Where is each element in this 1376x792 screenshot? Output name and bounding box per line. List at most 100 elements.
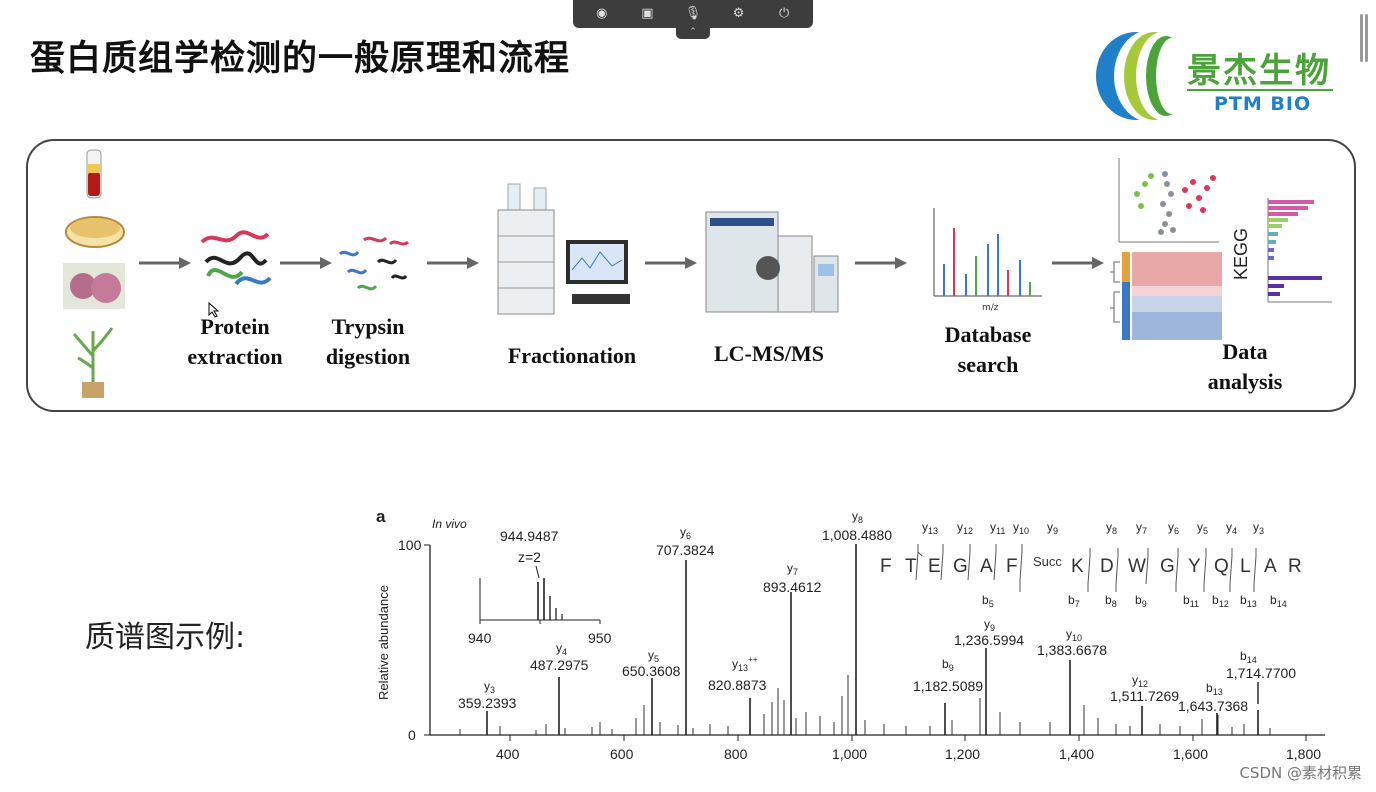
svg-text:y10: y10 — [1013, 520, 1029, 536]
peak-ion-label: y7 — [787, 561, 798, 577]
toolbar-collapse-handle[interactable]: ⌃ — [676, 28, 710, 39]
window-scrollbar-handle[interactable] — [1360, 14, 1370, 62]
y-tick-100: 100 — [398, 537, 422, 553]
peak-mass-label: 1,383.6678 — [1037, 642, 1107, 658]
microphone-icon[interactable]: 🎙 — [684, 6, 702, 21]
kegg-label: KEGG — [1231, 227, 1251, 280]
ptm-bio-logo — [1096, 30, 1188, 122]
svg-text:W: W — [1128, 556, 1146, 577]
panel-label: a — [376, 507, 386, 526]
kegg-bar-chart-icon — [1267, 198, 1332, 303]
svg-text:T: T — [905, 556, 917, 577]
svg-text:y13: y13 — [922, 520, 938, 536]
svg-text:Q: Q — [1214, 556, 1229, 577]
x-tick: 1,000 — [832, 746, 867, 762]
svg-text:Y: Y — [1188, 556, 1201, 577]
svg-text:b11: b11 — [1183, 593, 1199, 609]
condition-label: In vivo — [432, 517, 467, 531]
peak-ion-label: y3 — [484, 679, 495, 695]
peak-mass-label: 650.3608 — [622, 663, 681, 679]
screenshot-icon[interactable]: ▣ — [641, 6, 654, 21]
x-tick: 800 — [724, 746, 748, 762]
logo-divider — [1187, 89, 1333, 91]
blood-tube-icon — [86, 149, 102, 199]
inset-x-tick: 950 — [588, 630, 612, 646]
svg-text:y8: y8 — [1106, 520, 1117, 536]
spectrum-example-label: 质谱图示例: — [85, 620, 246, 655]
x-tick: 1,600 — [1173, 746, 1208, 762]
step-protein-extraction: Protein extraction — [187, 314, 283, 369]
ms-ms-spectrum-figure: a In vivo Relative abundance 100 0 400 6… — [376, 507, 1325, 762]
svg-text:F: F — [880, 556, 892, 577]
peptide-sequence: F T E G A F Succ K D W G Y Q L A R — [880, 554, 1302, 577]
hplc-instrument-icon — [497, 183, 630, 315]
peak-mass-label: 1,182.5089 — [913, 678, 983, 694]
record-icon[interactable]: ◉ — [596, 6, 608, 21]
peak-ion-label: y10 — [1066, 627, 1082, 643]
tissue-icon — [63, 263, 125, 309]
peak-ion-label: y13++ — [732, 655, 758, 673]
svg-text:b12: b12 — [1212, 593, 1229, 609]
protein-strands-icon — [200, 230, 272, 286]
volcano-plot-icon — [1118, 158, 1219, 243]
workflow-panel — [26, 139, 1356, 412]
svg-text:y5: y5 — [1197, 520, 1208, 536]
recording-toolbar: ◉ ▣ 🎙 ⚙ ⏻ — [573, 0, 813, 28]
mouse-cursor-icon — [208, 302, 220, 318]
page-title: 蛋白质组学检测的一般原理和流程 — [30, 39, 571, 79]
peak-mass-label: 1,714.7700 — [1226, 665, 1296, 681]
svg-text:b9: b9 — [1135, 593, 1147, 609]
svg-text:Succ: Succ — [1033, 554, 1062, 569]
sample-icons — [63, 149, 125, 398]
x-tick: 1,200 — [945, 746, 980, 762]
svg-text:b13: b13 — [1240, 593, 1257, 609]
step-fractionation: Fractionation — [507, 343, 637, 368]
svg-text:R: R — [1288, 556, 1302, 577]
peak-mass-label: 359.2393 — [458, 695, 517, 711]
peak-ion-label: b9 — [942, 657, 954, 673]
arrow-icon — [427, 257, 479, 269]
svg-text:y12: y12 — [957, 520, 973, 536]
x-tick: 1,800 — [1286, 746, 1321, 762]
svg-text:b8: b8 — [1105, 593, 1117, 609]
peak-ion-label: y4 — [556, 641, 567, 657]
x-tick: 600 — [610, 746, 634, 762]
peak-mass-label: 1,008.4880 — [822, 527, 892, 543]
step-trypsin-digestion: Trypsin digestion — [325, 314, 411, 369]
arrow-icon — [1052, 257, 1104, 269]
watermark-text: CSDN @素材积累 — [1239, 764, 1362, 782]
peak-ion-label: y9 — [984, 617, 995, 633]
svg-text:y11: y11 — [990, 520, 1005, 536]
arrow-icon — [139, 257, 191, 269]
b-ion-labels: b5 b7 b8 b9 b11 b12 b13 b14 — [982, 593, 1287, 609]
svg-text:b7: b7 — [1068, 593, 1080, 609]
peak-ion-label: y8 — [852, 509, 863, 525]
arrow-icon — [855, 257, 907, 269]
inset-x-tick: 940 — [468, 630, 492, 646]
x-tick: 1,400 — [1059, 746, 1094, 762]
y-axis-label: Relative abundance — [376, 585, 391, 700]
svg-text:E: E — [928, 556, 941, 577]
svg-text:b5: b5 — [982, 593, 994, 609]
svg-text:y4: y4 — [1226, 520, 1237, 536]
peak-ion-label: y12 — [1132, 673, 1148, 689]
svg-text:y7: y7 — [1136, 520, 1147, 536]
svg-text:K: K — [1071, 556, 1084, 577]
y-ion-labels: y13 y12 y11 y10 y9 y8 y7 y6 y5 y4 y3 — [922, 520, 1264, 536]
inset-charge-label: z=2 — [518, 549, 541, 565]
peak-mass-label: 820.8873 — [708, 677, 767, 693]
heatmap-icon — [1110, 252, 1222, 340]
mass-spectrometer-icon — [705, 211, 839, 313]
svg-text:A: A — [980, 556, 993, 577]
step-lc-ms-ms: LC-MS/MS — [714, 341, 824, 366]
mini-spectrum-xlabel: m/z — [982, 303, 999, 313]
step-database-search: Database search — [944, 322, 1032, 377]
peak-mass-label: 1,236.5994 — [954, 632, 1024, 648]
power-icon[interactable]: ⏻ — [779, 6, 790, 21]
svg-text:y3: y3 — [1253, 520, 1264, 536]
logo-chinese-text: 景杰生物 — [1187, 51, 1331, 91]
svg-text:D: D — [1100, 556, 1114, 577]
settings-icon[interactable]: ⚙ — [732, 6, 745, 21]
peak-ion-label: b13 — [1206, 681, 1223, 697]
peak-ion-label: y6 — [680, 525, 691, 541]
